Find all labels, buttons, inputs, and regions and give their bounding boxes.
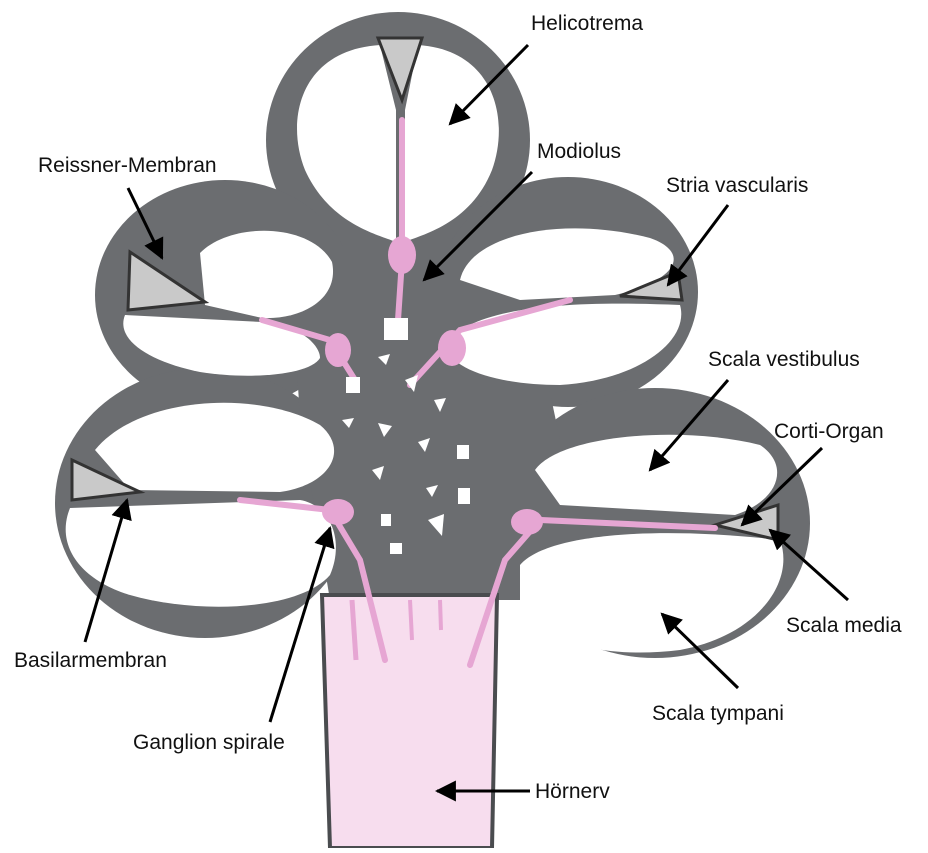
label-basilarmembran: Basilarmembran bbox=[14, 649, 167, 672]
auditory-nerve-trunk bbox=[322, 595, 497, 848]
ganglion-upper-right bbox=[438, 330, 466, 366]
label-modiolus: Modiolus bbox=[537, 140, 621, 163]
upper-left-scala-vestibuli bbox=[200, 231, 333, 318]
nerve-fiber-line bbox=[410, 600, 412, 640]
label-scala-media: Scala media bbox=[786, 614, 902, 637]
fragment bbox=[384, 318, 408, 340]
label-hoernerv: Hörnerv bbox=[535, 780, 610, 803]
fragment bbox=[390, 543, 402, 554]
nerve-fiber-line bbox=[440, 600, 441, 630]
auditory-nerve bbox=[322, 595, 497, 848]
ganglion-upper-left bbox=[325, 333, 351, 367]
ganglion-apex bbox=[388, 236, 416, 274]
fragment bbox=[346, 377, 360, 393]
ganglion-lower-left bbox=[322, 499, 354, 525]
label-stria-vascularis: Stria vascularis bbox=[666, 174, 808, 197]
ganglion-lower-right bbox=[511, 509, 543, 535]
label-ganglion-spirale: Ganglion spirale bbox=[133, 731, 285, 754]
label-scala-vestibulus: Scala vestibulus bbox=[708, 348, 860, 371]
label-scala-tympani: Scala tympani bbox=[652, 702, 784, 725]
lower-right-scala-tympani bbox=[520, 533, 783, 652]
fragment bbox=[458, 488, 470, 504]
label-reissner-membran: Reissner-Membran bbox=[38, 154, 217, 177]
label-helicotrema: Helicotrema bbox=[531, 12, 643, 35]
label-corti-organ: Corti-Organ bbox=[774, 420, 884, 443]
fragment bbox=[381, 514, 391, 526]
fragment bbox=[457, 445, 469, 459]
